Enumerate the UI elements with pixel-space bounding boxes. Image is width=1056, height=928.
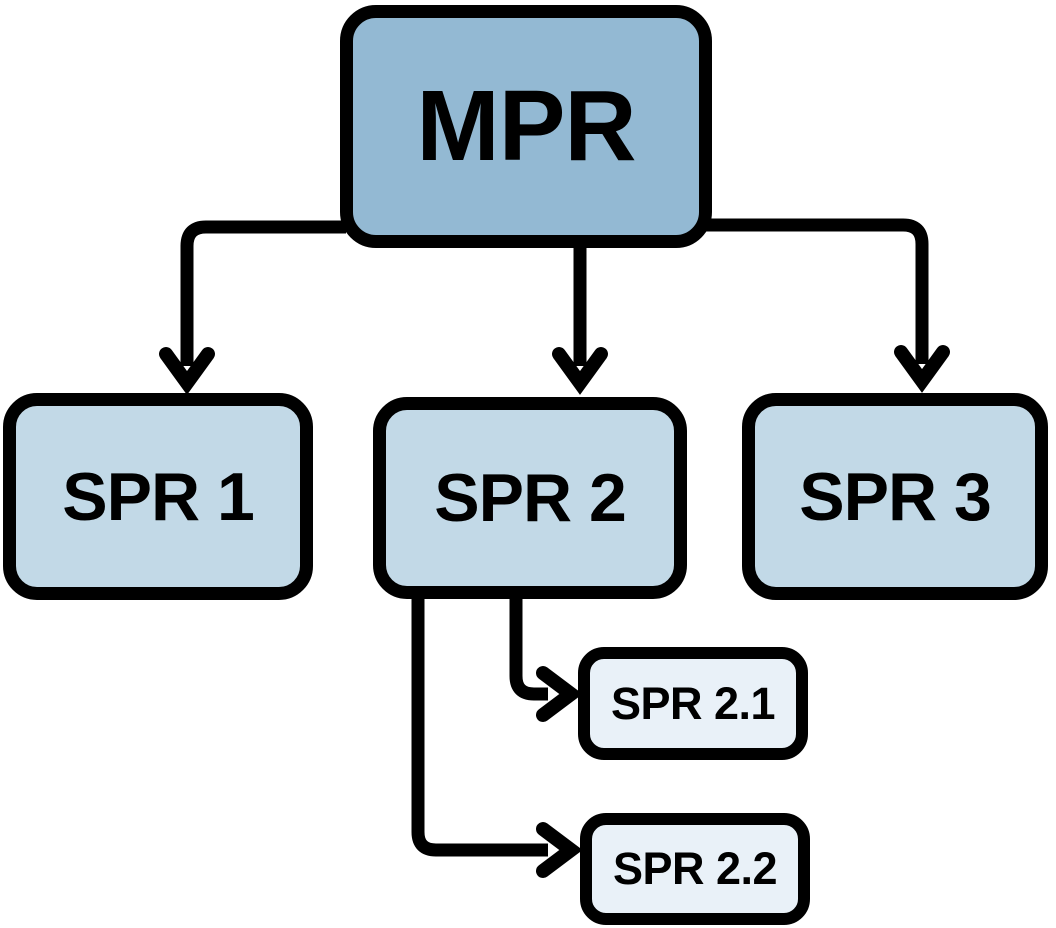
arrowhead-down-spr2 (552, 347, 608, 395)
node-spr-2-2: SPR 2.2 (580, 813, 810, 925)
node-spr-2-1: SPR 2.1 (578, 647, 808, 760)
node-spr-1-label: SPR 1 (62, 458, 255, 535)
arrowhead-right-spr22 (536, 822, 583, 878)
arrowhead-right-spr21 (536, 666, 583, 722)
node-spr-2-label: SPR 2 (434, 460, 627, 536)
node-mpr: MPR (340, 5, 712, 248)
node-spr-2-2-label: SPR 2.2 (612, 843, 778, 894)
connector-mpr-spr1 (180, 220, 346, 366)
node-spr-3: SPR 3 (742, 393, 1048, 600)
connector-mpr-spr3 (706, 218, 929, 364)
node-spr-1: SPR 1 (3, 393, 313, 600)
connector-spr2-spr21 (509, 592, 548, 701)
node-spr-3-label: SPR 3 (799, 458, 992, 535)
arrowhead-down-spr3 (894, 345, 950, 393)
node-spr-2: SPR 2 (373, 397, 687, 599)
arrowhead-down-spr1 (159, 347, 215, 395)
node-spr-2-1-label: SPR 2.1 (610, 677, 776, 729)
node-mpr-label: MPR (416, 70, 636, 182)
connector-spr2-spr22 (411, 592, 548, 857)
